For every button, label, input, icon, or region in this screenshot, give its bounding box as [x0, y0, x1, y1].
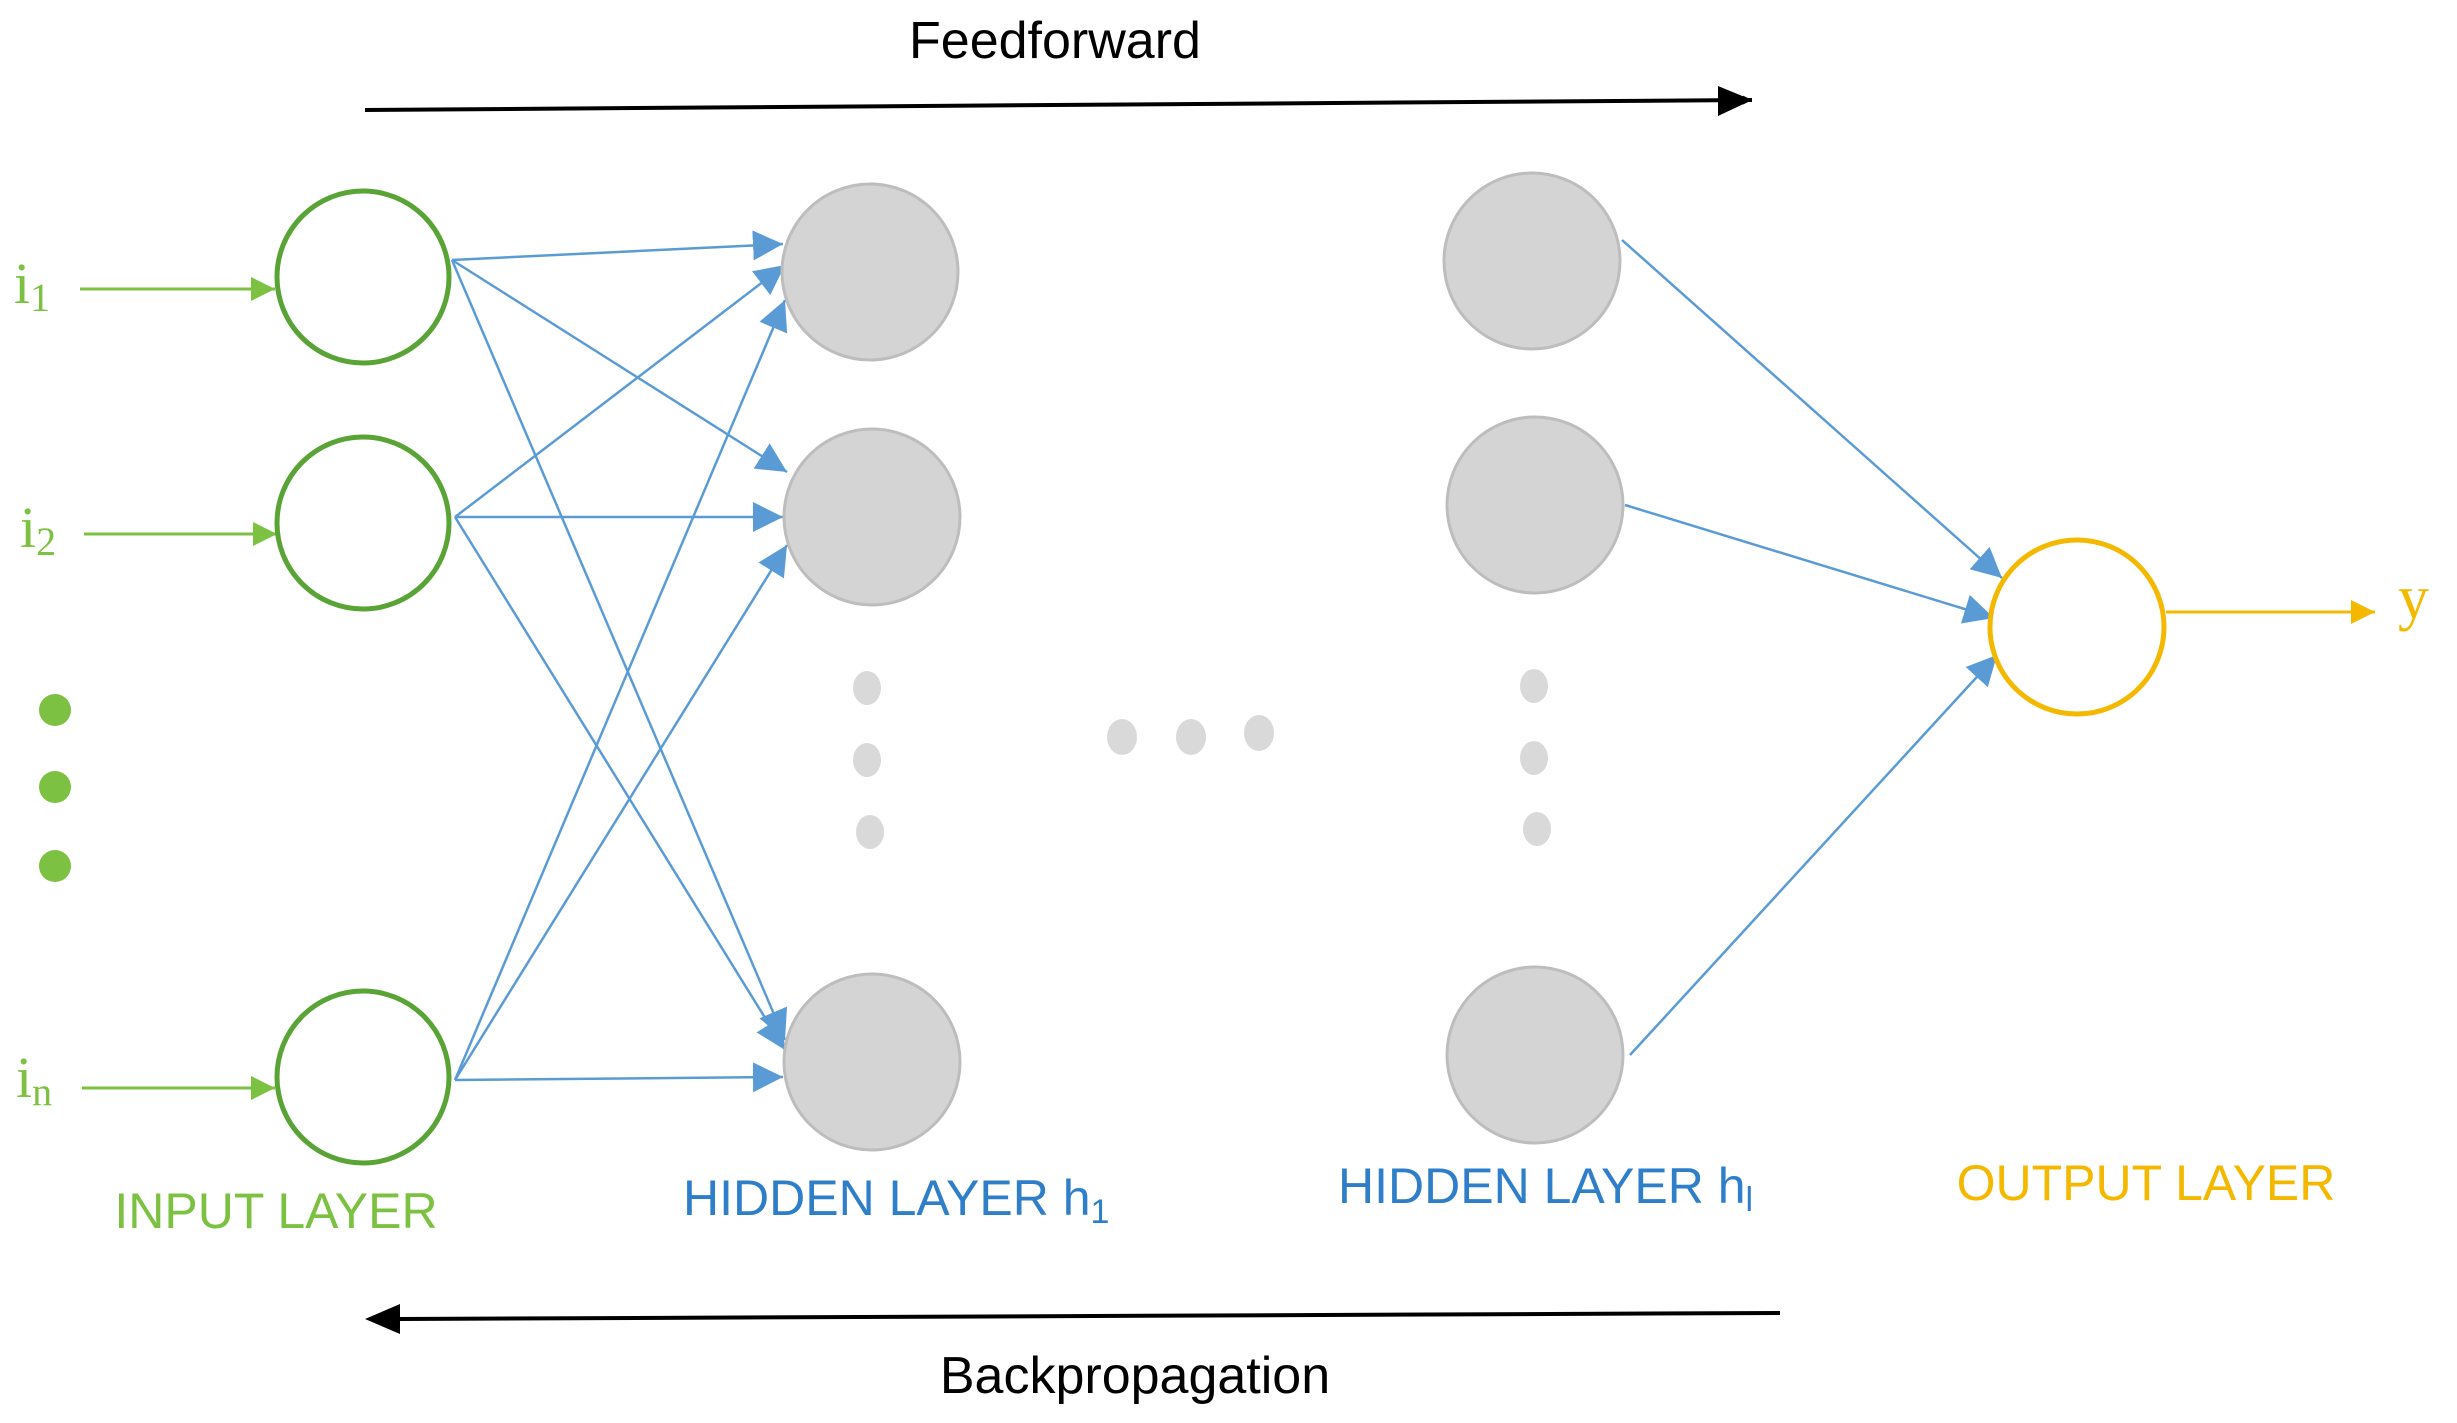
edge-input-1-to-hidden1-n	[450, 259, 788, 1041]
hiddenl-node-1	[1442, 171, 1622, 351]
edge-input-1-to-hidden1-1	[451, 230, 784, 262]
input-node-1	[274, 188, 452, 366]
between-layers-ellipsis-icon	[1107, 715, 1274, 755]
output-label-y: y	[2398, 564, 2429, 632]
input-label-i2: i2	[20, 495, 56, 564]
backpropagation-label: Backpropagation	[940, 1347, 1330, 1405]
output-node	[1987, 537, 2167, 717]
output-layer-label: OUTPUT LAYER	[1957, 1155, 2336, 1211]
feedforward-label: Feedforward	[909, 12, 1201, 70]
hiddenl-node-n	[1445, 965, 1625, 1145]
edge-input-n-to-hidden1-1	[453, 299, 788, 1081]
input-label-i1: i1	[14, 251, 50, 320]
input-node-2	[274, 434, 452, 612]
edge-input-n-to-hidden1-2	[453, 544, 789, 1081]
edge-input-n-to-hidden1-n	[454, 1062, 784, 1093]
feedforward-arrow	[364, 95, 1753, 112]
feedforward-arrowhead	[1718, 86, 1752, 116]
input-layer-nodes	[274, 188, 452, 1166]
input-ellipsis-icon	[39, 694, 71, 882]
hiddenl-node-2	[1445, 415, 1625, 595]
hidden-layer-1-nodes	[780, 182, 962, 1152]
edge-input-2-to-hidden1-1	[454, 264, 786, 518]
input-label-in: in	[16, 1045, 52, 1114]
hidden-layer-l-label: HIDDEN LAYER hl	[1338, 1158, 1753, 1219]
input-arrows	[80, 277, 277, 1100]
hidden1-node-1	[780, 182, 960, 362]
edge-hiddenl-2-to-output	[1624, 503, 1995, 624]
hidden-layer-l-nodes	[1442, 171, 1625, 1145]
backpropagation-arrowhead	[365, 1304, 400, 1334]
hiddenl-ellipsis-icon	[1520, 669, 1551, 846]
hidden1-node-n	[782, 972, 962, 1152]
backpropagation-arrow	[399, 1311, 1781, 1321]
input-node-n	[274, 988, 452, 1166]
edge-hiddenl-n-to-output	[1629, 654, 1998, 1056]
hidden-layer-1-label: HIDDEN LAYER h1	[683, 1170, 1109, 1231]
edge-input-1-to-hidden1-2	[451, 258, 788, 474]
edges	[450, 230, 2003, 1093]
edge-input-2-to-hidden1-n	[453, 516, 787, 1051]
hidden1-ellipsis-icon	[853, 671, 884, 849]
input-layer-label: INPUT LAYER	[114, 1183, 437, 1239]
edge-hiddenl-1-to-output	[1621, 239, 2003, 579]
hidden1-node-2	[782, 427, 962, 607]
